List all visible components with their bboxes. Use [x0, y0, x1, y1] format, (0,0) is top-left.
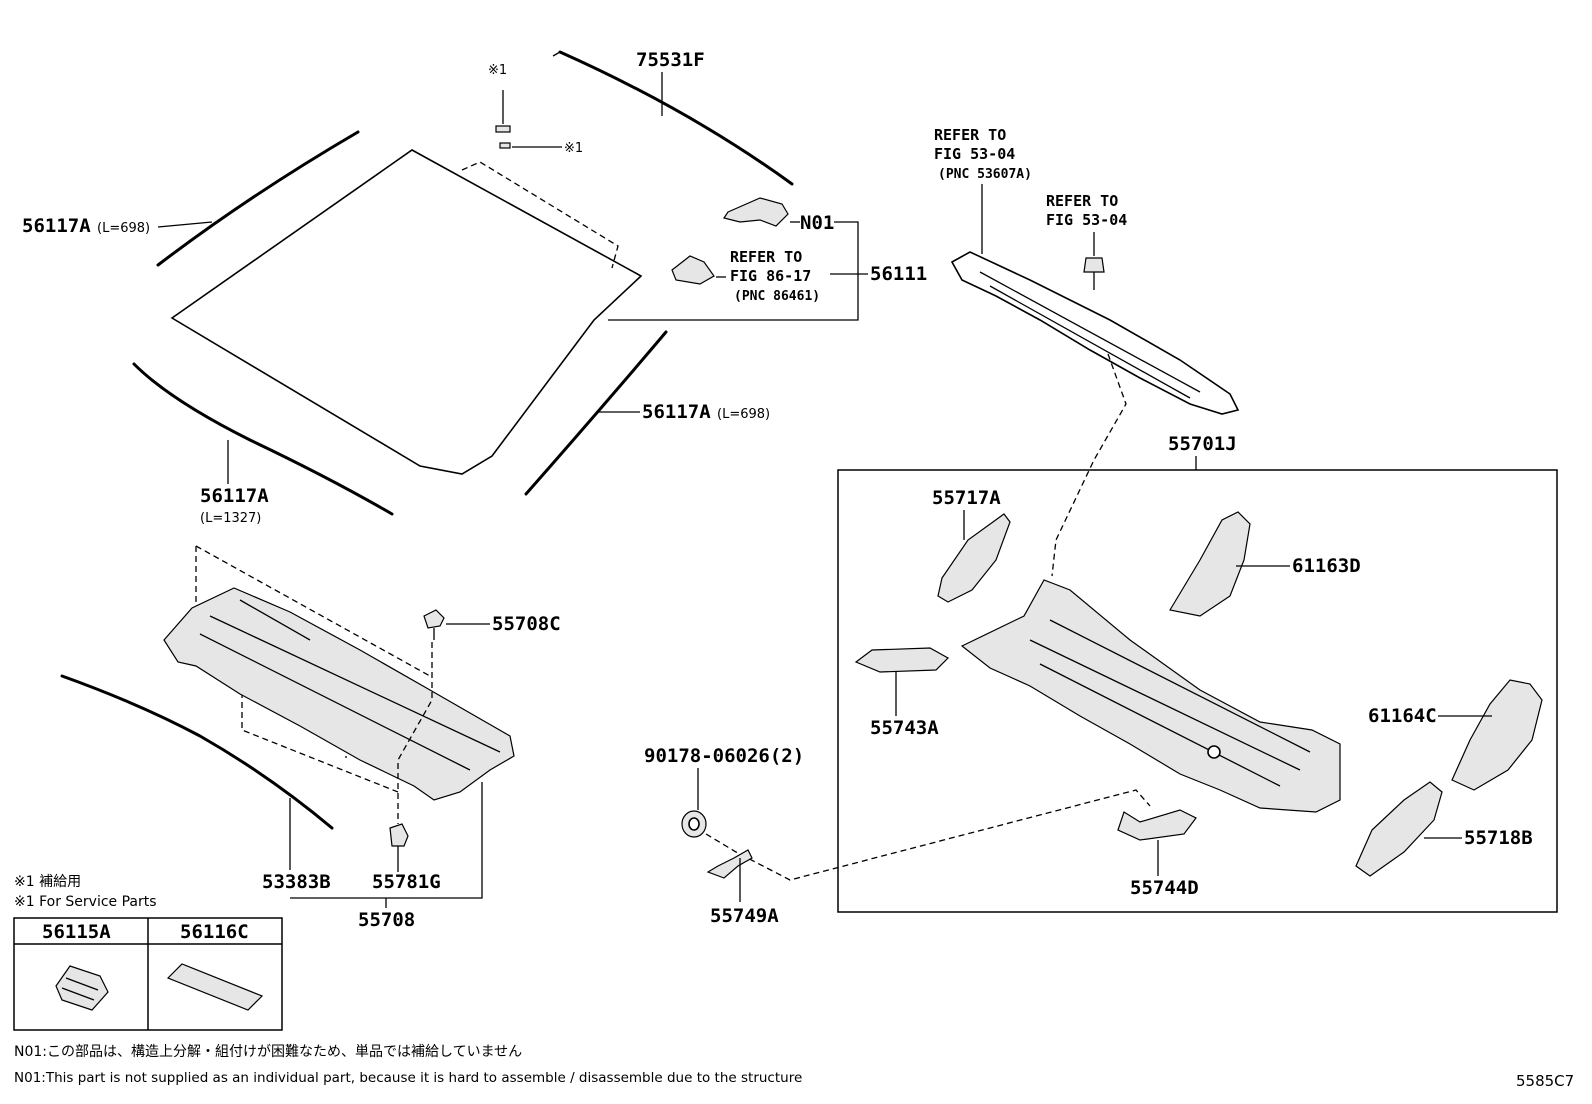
label-56117a-top-len: (L=698) — [97, 221, 150, 236]
clip-56115a-image — [55, 965, 109, 1011]
n01-bracket — [723, 197, 789, 227]
cowl-inner-panel — [960, 579, 1341, 813]
subassembly-box-55701j — [837, 469, 1558, 913]
bracket-55749a — [706, 849, 753, 879]
drawing-number: 5585C7 — [1516, 1072, 1574, 1090]
label-56117a-right: 56117A — [642, 401, 711, 423]
ref-53b-line1: REFER TO — [1046, 192, 1118, 210]
side-member-61164c — [1451, 679, 1543, 791]
ref-53a-line1: REFER TO — [934, 126, 1006, 144]
label-56117a-bottom-len: (L=1327) — [200, 511, 261, 526]
clip-56116c-image — [166, 963, 264, 1011]
lower-molding — [132, 362, 394, 516]
ref-53a-line3: (PNC 53607A) — [938, 167, 1032, 182]
label-53383b: 53383B — [262, 871, 331, 893]
bolt-upper — [1083, 257, 1105, 290]
label-90178: 90178-06026(2) — [644, 745, 804, 767]
label-61164c: 61164C — [1368, 705, 1437, 727]
note-n01-jp: N01:この部品は、構造上分解・組付けが困難なため、単品では補給していません — [14, 1044, 522, 1060]
service-parts-table — [13, 917, 283, 1031]
rain-sensor-cover — [671, 255, 715, 285]
label-61163d: 61163D — [1292, 555, 1361, 577]
hood-seal-53383b — [60, 674, 334, 830]
label-mark1-b: ※1 — [564, 141, 583, 156]
cowl-top-ventilator — [163, 587, 515, 801]
side-molding-left — [156, 130, 360, 267]
label-55708c: 55708C — [492, 613, 561, 635]
glass-dashed-outline — [461, 161, 619, 269]
footnote-en: ※1 For Service Parts — [14, 894, 157, 910]
label-56117a-bottom: 56117A — [200, 485, 269, 507]
label-55708: 55708 — [358, 909, 415, 931]
label-55717a: 55717A — [932, 487, 1001, 509]
label-56117a-right-len: (L=698) — [717, 407, 770, 422]
label-56117a-top: 56117A — [22, 215, 91, 237]
side-member-61163d — [1169, 511, 1251, 617]
bracket-55743a — [854, 647, 949, 673]
label-55743a: 55743A — [870, 717, 939, 739]
table-header-56116c: 56116C — [180, 921, 249, 943]
roof-molding-75531f — [552, 50, 794, 186]
clip-55781g — [389, 823, 409, 847]
service-clip-small — [499, 142, 511, 149]
label-55701j: 55701J — [1168, 433, 1237, 455]
label-55744d: 55744D — [1130, 877, 1199, 899]
bracket-55718b — [1355, 781, 1443, 877]
bracket-55717a — [937, 513, 1011, 603]
windshield-glass — [170, 149, 643, 475]
table-header-56115a: 56115A — [42, 921, 111, 943]
label-55718b: 55718B — [1464, 827, 1533, 849]
label-75531f: 75531F — [636, 49, 705, 71]
ref-86-line2: FIG 86-17 — [730, 267, 811, 285]
cowl-outer-panel — [950, 251, 1240, 415]
note-n01-en: N01:This part is not supplied as an indi… — [14, 1070, 802, 1086]
nut-90178 — [681, 810, 707, 838]
clip-55708c — [423, 609, 445, 640]
label-56111: 56111 — [870, 263, 927, 285]
ref-86-line1: REFER TO — [730, 248, 802, 266]
service-clip-top — [495, 125, 511, 133]
ref-86-line3: (PNC 86461) — [734, 289, 820, 304]
bracket-55744d — [1117, 809, 1197, 841]
ref-53b-line2: FIG 53-04 — [1046, 211, 1127, 229]
ref-53a-line2: FIG 53-04 — [934, 145, 1015, 163]
label-55781g: 55781G — [372, 871, 441, 893]
footnote-jp: ※1 補給用 — [14, 874, 81, 890]
label-n01: N01 — [800, 212, 834, 234]
label-55749a: 55749A — [710, 905, 779, 927]
label-mark1-a: ※1 — [488, 63, 507, 78]
